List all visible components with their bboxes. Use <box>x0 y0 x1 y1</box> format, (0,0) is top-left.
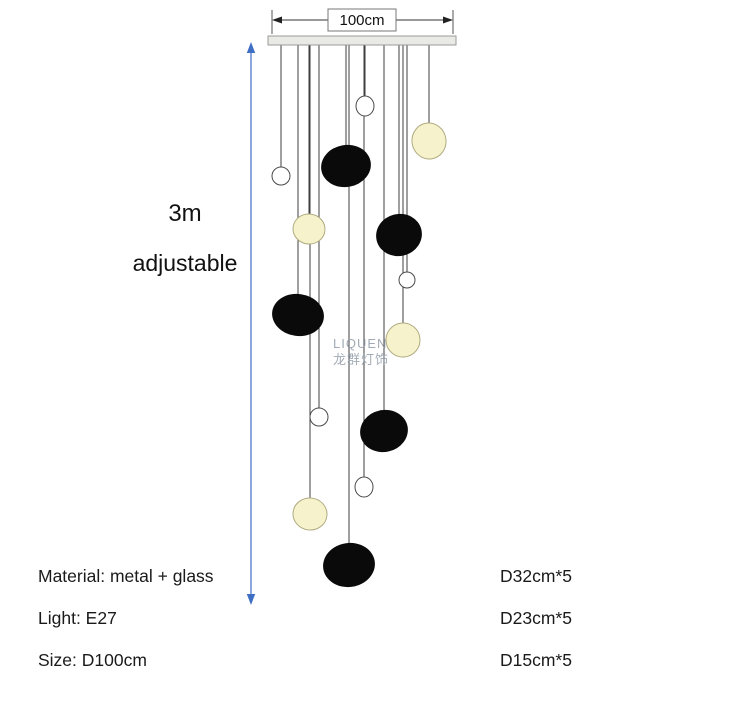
black-glass-shade <box>323 542 375 588</box>
width-label-box <box>327 8 397 32</box>
cream-glass-shade <box>385 322 421 358</box>
arrow-up-icon <box>246 42 256 53</box>
pebbles-layer <box>271 95 447 588</box>
spec-size: Size: D100cm <box>38 650 147 670</box>
white-glass-shade <box>309 407 329 427</box>
spec-light: Light: E27 <box>38 608 117 628</box>
arrow-down-icon <box>246 594 256 605</box>
width-dimension: 100cm <box>271 8 454 34</box>
spec-shade-d32: D32cm*5 <box>500 566 572 586</box>
black-glass-shade <box>376 213 422 257</box>
cream-glass-shade <box>292 497 328 531</box>
drop-length-text: 3m <box>168 200 202 227</box>
black-glass-shade <box>272 293 324 337</box>
arrow-right-icon <box>443 16 453 24</box>
spec-shade-d15: D15cm*5 <box>500 650 572 670</box>
black-glass-shade <box>360 409 408 453</box>
spec-shade-d23: D23cm*5 <box>500 608 572 628</box>
drop-dimension <box>246 42 256 605</box>
cables-layer <box>280 45 430 565</box>
drop-adjustable-text: adjustable <box>132 250 238 276</box>
drop-dimension-label: 3m adjustable <box>110 200 260 277</box>
cream-glass-shade <box>292 213 326 245</box>
white-glass-shade <box>398 271 416 289</box>
cream-glass-shade <box>411 122 447 160</box>
arrow-left-icon <box>272 16 282 24</box>
width-dimension-label: 100cm <box>339 12 384 29</box>
white-glass-shade <box>354 476 374 498</box>
black-glass-shade <box>321 144 371 188</box>
white-glass-shade <box>271 166 291 186</box>
spec-material: Material: metal + glass <box>38 566 214 586</box>
white-glass-shade <box>355 95 375 117</box>
ceiling-plate <box>267 35 457 46</box>
